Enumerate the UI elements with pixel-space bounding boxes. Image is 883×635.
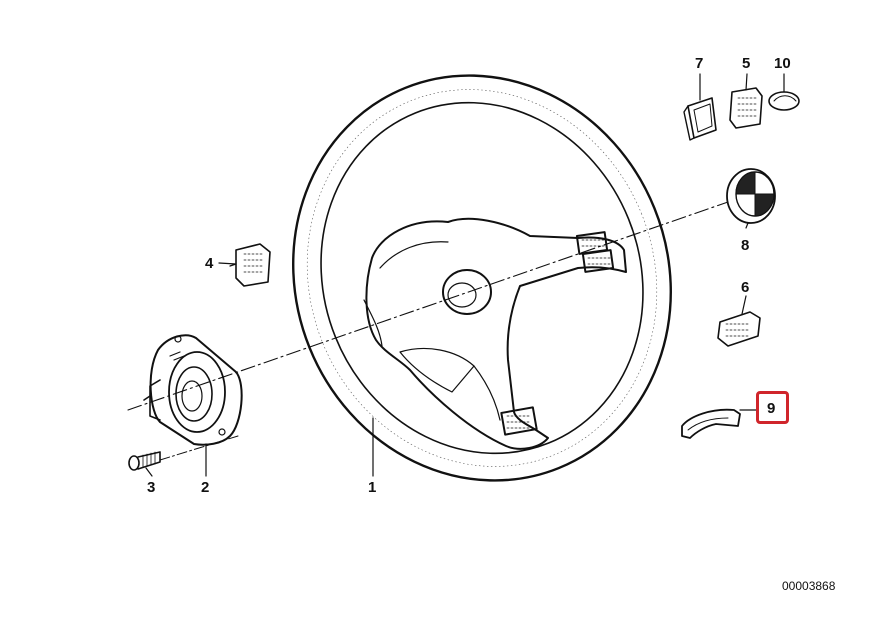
callout-8: 8 bbox=[741, 237, 750, 254]
grip-pad-part-6 bbox=[717, 311, 761, 347]
grip-pad-part-4 bbox=[229, 243, 271, 287]
bracket-part-7 bbox=[683, 97, 717, 141]
small-cap-part-10 bbox=[768, 91, 800, 111]
hub-adapter bbox=[143, 334, 243, 446]
callout-6: 6 bbox=[741, 279, 750, 296]
steering-wheel-rim bbox=[292, 74, 672, 482]
steering-wheel-hub bbox=[363, 217, 627, 450]
assembly-axis-line bbox=[127, 201, 729, 411]
callout-10: 10 bbox=[774, 55, 791, 72]
spoke-grip-pad-upper bbox=[575, 231, 615, 273]
grip-pad-part-5 bbox=[729, 87, 763, 129]
spoke-grip-pad-lower bbox=[500, 406, 538, 436]
leader-lines bbox=[145, 73, 785, 477]
trim-clip-part-9 bbox=[681, 408, 741, 439]
mounting-screw bbox=[128, 451, 161, 471]
callout-3: 3 bbox=[147, 479, 156, 496]
callout-5: 5 bbox=[742, 55, 751, 72]
callout-9: 9 bbox=[767, 400, 776, 417]
callout-4: 4 bbox=[205, 255, 214, 272]
highlight-box bbox=[756, 391, 789, 424]
document-id: 00003868 bbox=[782, 579, 836, 593]
callout-2: 2 bbox=[201, 479, 210, 496]
callout-7: 7 bbox=[695, 55, 704, 72]
callout-1: 1 bbox=[368, 479, 377, 496]
bmw-emblem bbox=[726, 168, 776, 224]
